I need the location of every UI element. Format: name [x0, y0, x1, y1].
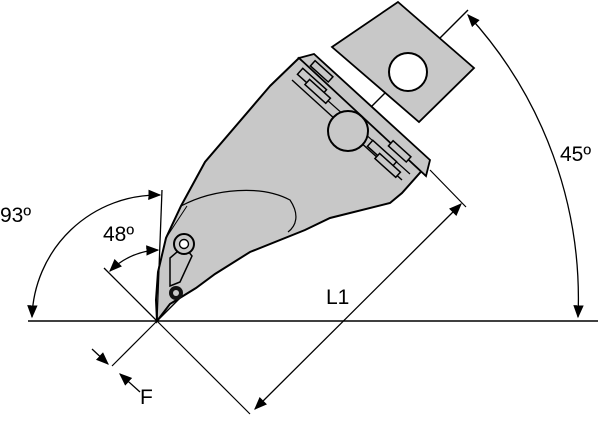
arc-48: [109, 245, 160, 272]
arc-93: [27, 189, 162, 319]
bolt-lower: [366, 139, 412, 179]
l1-dimension-line: [254, 203, 462, 410]
length-l1-label: L1: [326, 286, 349, 309]
offset-f-label: F: [140, 386, 153, 409]
l1-ext-upper: [429, 169, 467, 208]
tool-body: [154, 56, 428, 324]
l1-ext-lower: [156, 320, 251, 415]
f-arrow-a: [91, 348, 109, 365]
coolant-ball: [327, 110, 369, 152]
inner-angle-line: [103, 267, 158, 322]
angle-48-label: 48º: [103, 223, 134, 246]
f-arrow-b: [119, 373, 141, 393]
bolt-upper: [296, 59, 334, 105]
arc-45: [467, 14, 584, 319]
flange: [291, 53, 432, 181]
shank-hole: [388, 52, 428, 92]
angle-93-label: 93º: [0, 204, 31, 227]
angle-45-label: 45º: [560, 143, 591, 166]
f-ext-line: [111, 320, 158, 367]
clamp: [169, 233, 195, 300]
shank: [330, 0, 476, 124]
